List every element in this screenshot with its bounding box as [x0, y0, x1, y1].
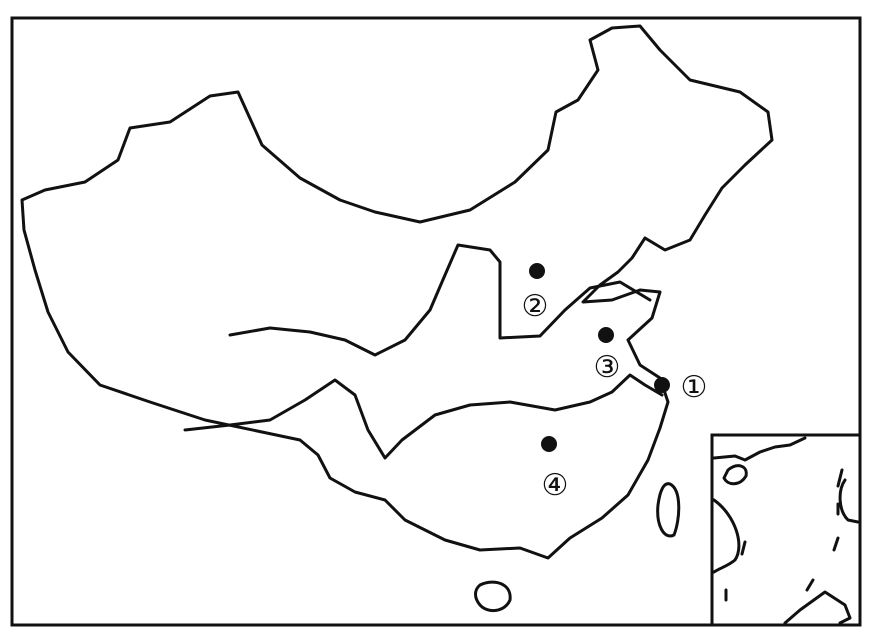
marker-dot-3: [598, 327, 614, 343]
marker-dot-1: [654, 377, 670, 393]
marker-label-2: ②: [521, 289, 549, 324]
yellow-river: [228, 243, 652, 357]
south-china-sea-inset: [710, 433, 862, 627]
map-frame: [10, 16, 862, 627]
marker-dot-2: [529, 263, 545, 279]
marker-label-3: ③: [593, 350, 621, 385]
china-border: [20, 24, 774, 560]
marker-label-1: ①: [680, 370, 708, 405]
marker-dot-4: [541, 436, 557, 452]
marker-label-4: ④: [541, 468, 569, 503]
yangtze-river: [183, 373, 664, 460]
hainan-island: [474, 580, 512, 613]
taiwan-island: [656, 482, 681, 538]
